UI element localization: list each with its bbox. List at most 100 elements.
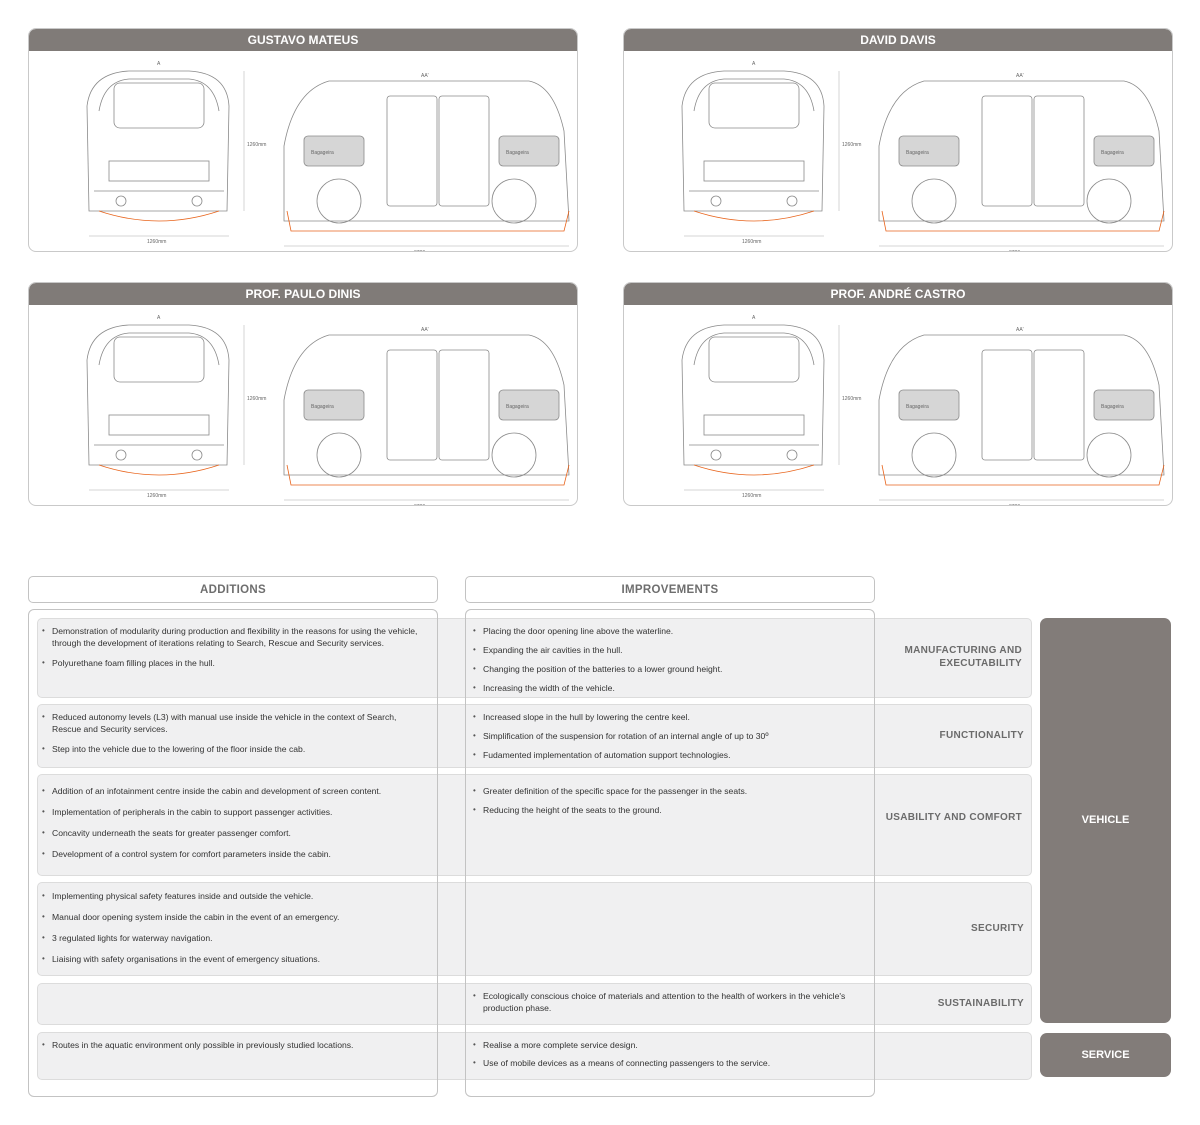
improvements-cell-manufacturing: Placing the door opening line above the … (473, 625, 868, 701)
vehicle-technical-drawing: A 1260mm 1260mm AA' 3780mm Bagageira Bag… (86, 61, 570, 251)
side-wheel-front (316, 178, 362, 224)
list-item: Expanding the air cavities in the hull. (473, 644, 868, 656)
front-view (86, 70, 245, 237)
side-seat-right (498, 389, 560, 421)
front-light-left (115, 195, 127, 207)
front-light-left (710, 449, 722, 461)
panel-david-davis: DAVID DAVIS A 1260mm 1260mm (623, 28, 1173, 252)
front-height-label: 1260mm (247, 142, 266, 148)
improvements-header: IMPROVEMENTS (465, 576, 875, 603)
front-grille (108, 160, 210, 182)
front-light-right (191, 195, 203, 207)
side-seat-right (498, 135, 560, 167)
side-door-left (981, 349, 1033, 461)
panel-gustavo-mateus: GUSTAVO MATEUS A 1260mm 1260mm (28, 28, 578, 252)
side-wheel-front (316, 432, 362, 478)
category-manufacturing: MANUFACTURING AND EXECUTABILITY (904, 645, 1022, 669)
front-hull (98, 464, 220, 476)
front-view (681, 70, 840, 237)
list-item: Implementation of peripherals in the cab… (42, 806, 427, 818)
panel-title: DAVID DAVIS (624, 29, 1172, 51)
improvements-cell-functionality: Increased slope in the hull by lowering … (473, 711, 868, 768)
side-wheel-rear (1086, 432, 1132, 478)
front-grille (108, 414, 210, 436)
front-window (708, 82, 800, 129)
list-item: Greater definition of the specific space… (473, 785, 868, 797)
front-window (113, 336, 205, 383)
side-length-label: 3780mm (414, 504, 433, 505)
front-roof-line (693, 78, 815, 112)
side-bagageira-left: Bagageira (311, 404, 334, 410)
front-light-left (115, 449, 127, 461)
list-item: Changing the position of the batteries t… (473, 663, 868, 675)
side-hull (881, 464, 1165, 486)
additions-cell-service: Routes in the aquatic environment only p… (42, 1039, 427, 1059)
vehicle-technical-drawing: A 1260mm 1260mm AA' 3780mm Bagageira Bag… (681, 61, 1165, 251)
front-width-label: 1260mm (147, 239, 166, 245)
side-wheel-rear (1086, 178, 1132, 224)
front-grille (703, 414, 805, 436)
side-length-label: 3780mm (1009, 504, 1028, 505)
list-item: Manual door opening system inside the ca… (42, 911, 427, 923)
front-window (113, 82, 205, 129)
improvements-frame (465, 609, 875, 1097)
side-door-right (438, 349, 490, 461)
additions-header: ADDITIONS (28, 576, 438, 603)
side-door-right (1033, 95, 1085, 207)
category-sustainability: SUSTAINABILITY (937, 998, 1024, 1009)
front-body-outline (681, 70, 825, 212)
front-hull (693, 210, 815, 222)
side-bagageira-right: Bagageira (1101, 150, 1124, 156)
front-height-label: 1260mm (842, 142, 861, 148)
list-item: Addition of an infotainment centre insid… (42, 785, 427, 797)
front-section-label: A (157, 61, 161, 67)
side-section-label: AA' (421, 327, 429, 333)
front-width-label: 1260mm (147, 493, 166, 499)
list-item: Step into the vehicle due to the lowerin… (42, 743, 427, 755)
side-body-outline (878, 334, 1165, 476)
additions-cell-manufacturing: Demonstration of modularity during produ… (42, 625, 427, 677)
side-bagageira-left: Bagageira (906, 150, 929, 156)
improvements-cell-sustainability: Ecologically conscious choice of materia… (473, 990, 868, 1022)
side-hull (286, 464, 570, 486)
front-body-outline (86, 324, 230, 466)
front-width-label: 1260mm (742, 493, 761, 499)
list-item: Polyurethane foam filling places in the … (42, 657, 427, 669)
panel-title: PROF. ANDRÉ CASTRO (624, 283, 1172, 305)
side-bagageira-left: Bagageira (311, 150, 334, 156)
side-body-outline (283, 80, 570, 222)
list-item: Use of mobile devices as a means of conn… (473, 1057, 868, 1069)
list-item: Demonstration of modularity during produ… (42, 625, 427, 649)
list-item: Development of a control system for comf… (42, 848, 427, 860)
list-item: Routes in the aquatic environment only p… (42, 1039, 427, 1051)
side-section-label: AA' (1016, 327, 1024, 333)
side-body-outline (283, 334, 570, 476)
list-item: Increased slope in the hull by lowering … (473, 711, 868, 723)
front-roof-line (98, 78, 220, 112)
list-item: Implementing physical safety features in… (42, 890, 427, 902)
panel-title: GUSTAVO MATEUS (29, 29, 577, 51)
side-bagageira-right: Bagageira (506, 404, 529, 410)
front-hull (98, 210, 220, 222)
front-height-label: 1260mm (842, 396, 861, 402)
front-grille (703, 160, 805, 182)
side-wheel-front (911, 178, 957, 224)
additions-frame (28, 609, 438, 1097)
list-item: Liaising with safety organisations in th… (42, 953, 427, 965)
side-view (283, 80, 570, 247)
panel-andre-castro: PROF. ANDRÉ CASTRO A 1260mm 1260mm (623, 282, 1173, 506)
vehicle-technical-drawing: A 1260mm 1260mm AA' 3780mm Bagageira Bag… (86, 315, 570, 505)
front-width-label: 1260mm (742, 239, 761, 245)
side-body-outline (878, 80, 1165, 222)
front-hull (693, 464, 815, 476)
additions-cell-functionality: Reduced autonomy levels (L3) with manual… (42, 711, 427, 763)
front-height-label: 1260mm (247, 396, 266, 402)
side-seat-left (898, 389, 960, 421)
side-seat-right (1093, 389, 1155, 421)
side-bagageira-right: Bagageira (1101, 404, 1124, 410)
side-length-label: 3780mm (1009, 250, 1028, 251)
front-light-right (191, 449, 203, 461)
side-bagageira-right: Bagageira (506, 150, 529, 156)
list-item: Realise a more complete service design. (473, 1039, 868, 1051)
vehicle-technical-drawing: A 1260mm 1260mm AA' 3780mm Bagageira Bag… (681, 315, 1165, 505)
